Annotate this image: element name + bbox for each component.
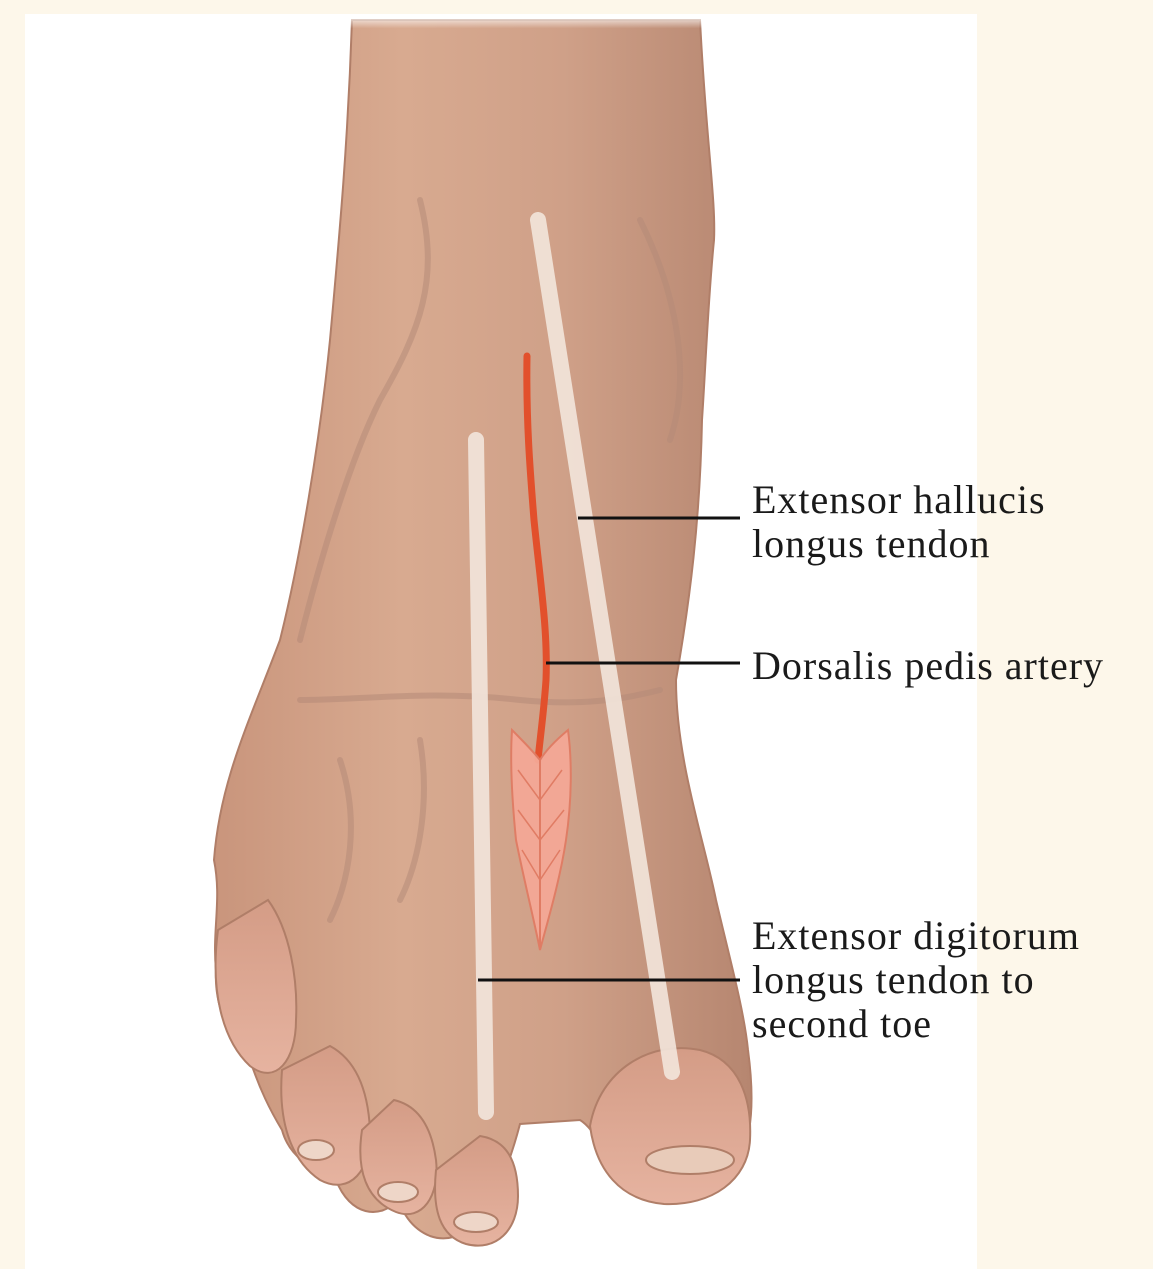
label-extensor-digitorum-longus-tendon: Extensor digitorum longus tendon to seco… <box>752 914 1080 1046</box>
label-line: Dorsalis pedis artery <box>752 644 1104 688</box>
label-line: Extensor hallucis <box>752 478 1046 522</box>
label-line: second toe <box>752 1002 1080 1046</box>
label-extensor-hallucis-longus-tendon: Extensor hallucis longus tendon <box>752 478 1046 566</box>
label-line: longus tendon to <box>752 958 1080 1002</box>
extensor-digitorum-tendon <box>476 440 486 1112</box>
label-line: longus tendon <box>752 522 1046 566</box>
label-line: Extensor digitorum <box>752 914 1080 958</box>
label-dorsalis-pedis-artery: Dorsalis pedis artery <box>752 644 1104 688</box>
